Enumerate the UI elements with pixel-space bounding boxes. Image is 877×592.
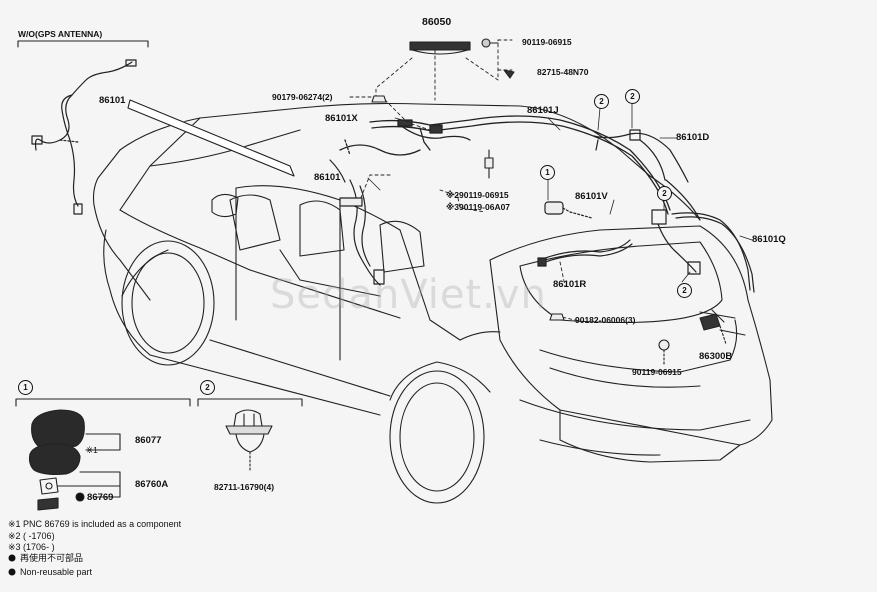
label-86101r: 86101R (553, 279, 587, 290)
loose-cable-86101 (31, 59, 137, 215)
nut-90179 (371, 95, 387, 103)
wo-gps-bracket (17, 40, 149, 48)
note-3: ※3 (1706- ) (8, 542, 55, 552)
note-1: ※1 PNC 86769 is included as a component (8, 519, 182, 529)
detail-1-bracket (15, 398, 191, 407)
callout-2-car-c: 2 (657, 186, 672, 201)
cable-86101r-leader (556, 261, 576, 321)
bullet-dot-2 (8, 568, 16, 576)
note-2: ※2 ( -1706) (8, 531, 55, 541)
detail-2-part (225, 409, 273, 471)
label-86101x: 86101X (325, 113, 358, 124)
label-86050: 86050 (422, 16, 452, 28)
label-90119-lower: 90119-06915 (632, 367, 682, 377)
label-86101q: 86101Q (752, 234, 786, 245)
callout-2-detail: 2 (200, 380, 215, 395)
detail-1-parts (28, 409, 121, 511)
label-86760a: 86760A (135, 479, 169, 490)
roof-cables (339, 115, 671, 215)
label-x1-mark: ※1 (86, 445, 98, 455)
label-86769: 86769 (87, 492, 114, 503)
callout-2-car-d: 2 (677, 283, 692, 298)
callout-2-car-b: 2 (625, 89, 640, 104)
note-4-label: 再使用不可部品 (20, 553, 84, 563)
detail-2-bracket (197, 398, 303, 407)
roof-antenna-leaders (349, 39, 513, 213)
bolt-upper (481, 38, 499, 48)
label-wo-gps: W/O(GPS ANTENNA) (18, 29, 103, 39)
label-leaders (367, 103, 753, 283)
note-4-text: 再使用不可部品 (20, 554, 83, 563)
bolt-center (484, 149, 494, 179)
callout-1-detail: 1 (18, 380, 33, 395)
label-82711: 82711-16790(4) (214, 482, 275, 492)
label-90182: 90182-06006(3) (575, 315, 636, 325)
bolt-lower (658, 339, 670, 365)
label-90119-center-a: ※290119-06915 (446, 190, 509, 200)
watermark: SedanViet.vn (270, 272, 547, 318)
label-90119-upper: 90119-06915 (522, 37, 572, 47)
nut-90182 (549, 313, 565, 321)
label-86101-center: 86101 (314, 172, 341, 183)
clip-82715 (503, 69, 515, 79)
label-86101-left: 86101 (99, 95, 126, 106)
label-86101v: 86101V (575, 191, 608, 202)
label-90179: 90179-06274(2) (272, 92, 333, 102)
rear-cables (593, 129, 755, 293)
note-5-text: Non-reusable part (20, 568, 92, 577)
label-86300b: 86300B (699, 351, 733, 362)
pillar-cable-86101 (329, 159, 385, 286)
label-86101j: 86101J (527, 105, 559, 116)
bullet-dot-1 (8, 554, 16, 562)
leader-arrow (127, 99, 295, 177)
note-5-label: Non-reusable part (20, 567, 93, 577)
label-86101d: 86101D (676, 132, 710, 143)
label-86077: 86077 (135, 435, 162, 446)
label-90119-center-b: ※390119-06A07 (446, 202, 511, 212)
roof-antenna-part (409, 41, 471, 55)
callout-1-car: 1 (540, 165, 555, 180)
cable-86101v (537, 201, 633, 267)
amplifier-86300b (699, 309, 727, 345)
car-body (92, 102, 773, 504)
label-82715: 82715-48N70 (537, 67, 589, 77)
callout-2-car-a: 2 (594, 94, 609, 109)
